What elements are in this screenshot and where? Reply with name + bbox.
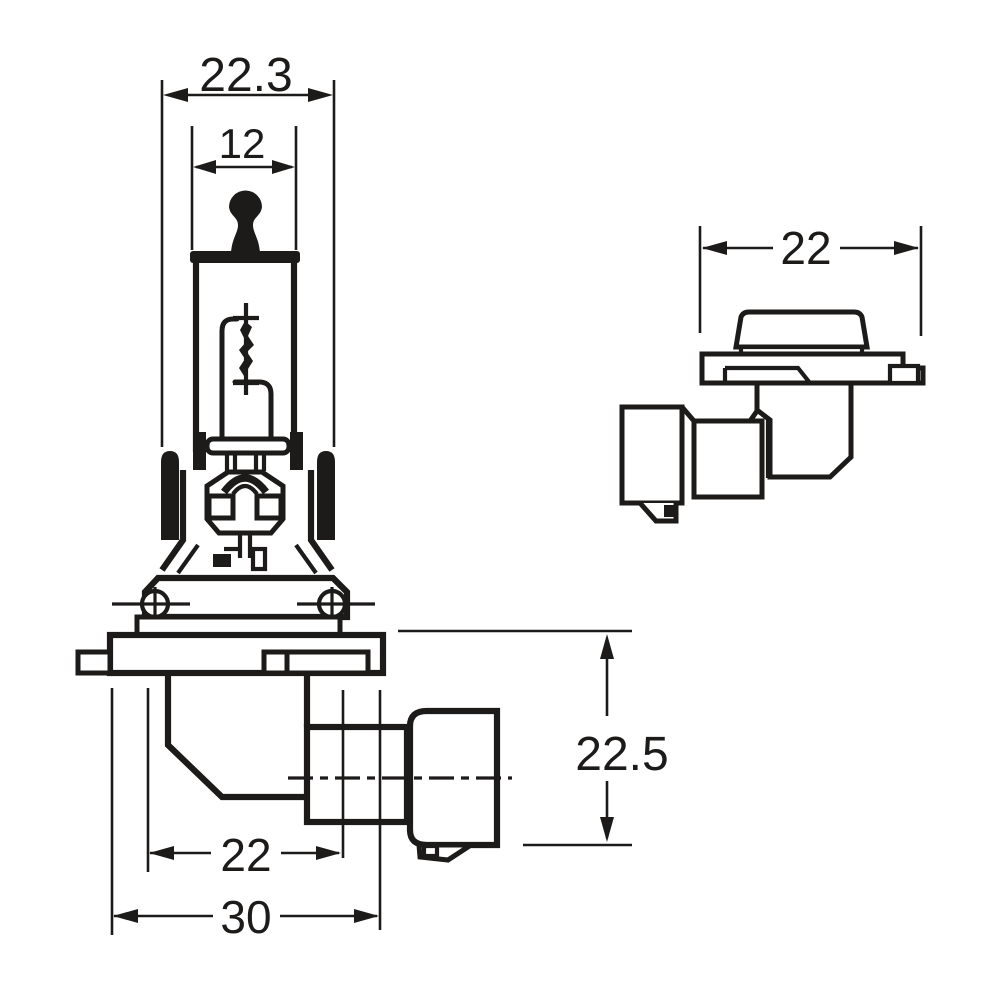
connector-barrel [619, 404, 685, 506]
dim-side-width: 22 [698, 222, 923, 336]
dim-label-base-width: 30 [220, 891, 271, 943]
holder-arch [221, 474, 269, 495]
dim-label-body-width: 22 [220, 829, 271, 881]
dim-label-side-width: 22 [780, 222, 831, 274]
arrowhead-left-icon [193, 160, 216, 174]
arrowhead-right-icon [308, 88, 333, 102]
holder-arch-inner [231, 483, 259, 496]
filament-coil [239, 321, 254, 376]
plug-tab-notch [421, 843, 440, 859]
flange-outline [141, 574, 351, 621]
holder-wall-right [307, 470, 335, 572]
arrowhead-right-icon [354, 909, 379, 923]
plug-block [303, 723, 411, 826]
dim-label-height: 22.5 [575, 728, 668, 781]
tip-blob [229, 190, 262, 253]
dim-label-tube-width: 12 [219, 120, 266, 167]
arrowhead-right-icon [316, 846, 341, 860]
cap-outline [733, 309, 870, 350]
filament-assembly [204, 303, 292, 471]
connector-jog [747, 409, 760, 423]
side-connector [619, 380, 854, 524]
glass-tube [192, 262, 298, 452]
arrowhead-up-icon [600, 634, 614, 659]
contact-window-left [206, 493, 236, 521]
arrowhead-right-icon [272, 160, 295, 174]
filament-mount [204, 436, 292, 456]
dim-tube-width: 12 [190, 120, 298, 250]
holder-wall-left [159, 470, 187, 572]
dim-body-width: 22 [146, 688, 345, 881]
side-flange [699, 309, 926, 386]
holder-foot-right [250, 546, 268, 572]
plate-inner-line [725, 365, 812, 385]
base-slot [261, 649, 371, 676]
arrowhead-left-icon [113, 909, 138, 923]
connector-middle [691, 418, 765, 500]
contact-window-right [254, 493, 284, 521]
front-view: 22.3 12 [75, 49, 669, 943]
dim-base-width: 30 [110, 688, 382, 943]
skirt-line-left [176, 543, 200, 575]
dim-label-overall-width: 22.3 [199, 49, 292, 102]
support-wire-left [219, 316, 240, 442]
side-view: 22 [619, 222, 926, 524]
dim-height: 22.5 [398, 629, 669, 847]
plate-notch [887, 363, 921, 386]
base-flange [112, 574, 375, 638]
connector-elbow [164, 673, 501, 863]
dim-overall-width: 22.3 [160, 49, 336, 447]
connector-neck [754, 380, 854, 480]
side-pin-left [161, 451, 179, 540]
holder-foot [213, 554, 231, 567]
side-pin-right [317, 451, 335, 540]
arrowhead-left-icon [702, 241, 727, 255]
glass-top-band [190, 251, 300, 263]
holder-body [159, 432, 335, 575]
mount-plate [699, 351, 926, 386]
elbow-outline [164, 675, 307, 801]
base-plate [75, 631, 387, 677]
support-wire-right [232, 379, 274, 442]
holder-post-right [290, 432, 303, 470]
barrel-foot-notch [664, 505, 676, 517]
arrowhead-left-icon [149, 846, 174, 860]
bulb-tip [190, 190, 300, 263]
skirt-line-right [294, 543, 318, 575]
holder-post-left [193, 432, 206, 470]
base-tab-left [75, 649, 113, 676]
arrowhead-right-icon [894, 241, 919, 255]
arrowhead-left-icon [163, 88, 188, 102]
arrowhead-down-icon [600, 817, 614, 842]
